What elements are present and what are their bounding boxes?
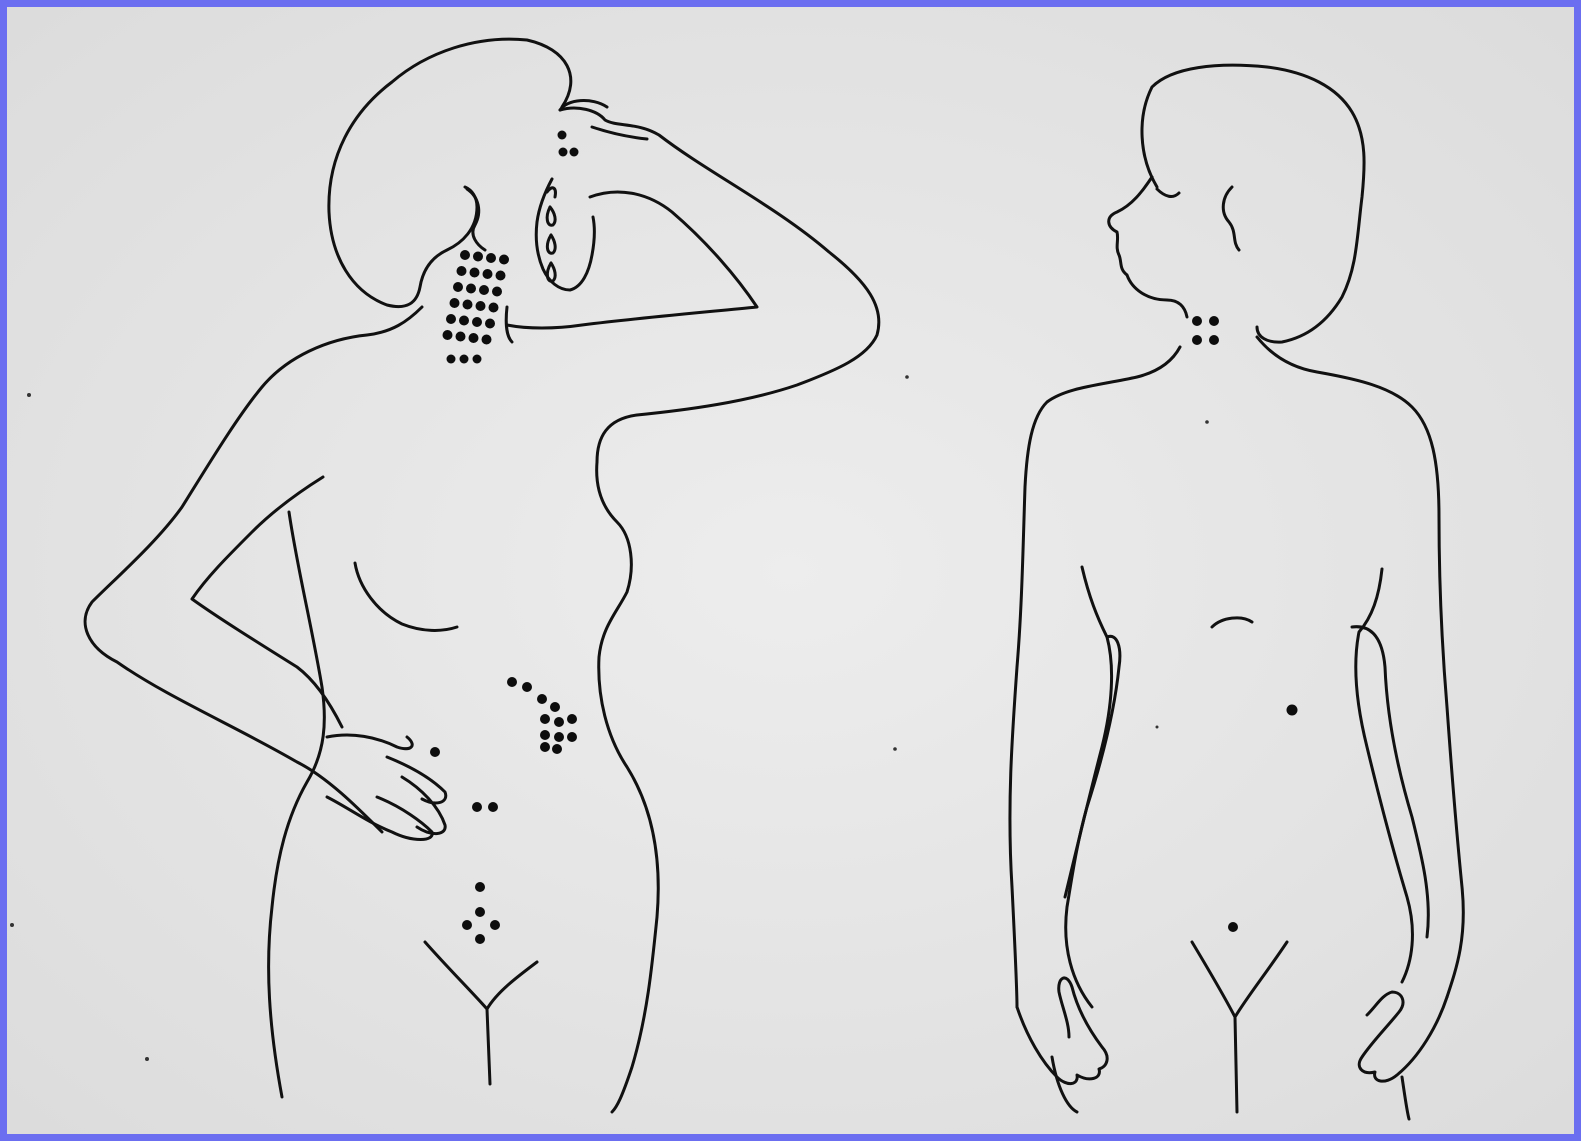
mark-dot <box>456 332 466 342</box>
mark-dot <box>466 284 476 294</box>
mark-dot <box>490 920 500 930</box>
mark-dot <box>447 355 456 364</box>
mark-dot <box>1287 705 1298 716</box>
mark-dot <box>469 333 479 343</box>
mark-dot <box>496 271 506 281</box>
mark-dot <box>489 303 499 313</box>
mark-dot <box>430 747 440 757</box>
mark-dot <box>570 148 579 157</box>
speck <box>1205 420 1209 424</box>
mark-dot <box>483 269 493 279</box>
mark-dot <box>1192 316 1202 326</box>
mark-dot <box>472 317 482 327</box>
mark-dot <box>443 330 453 340</box>
left-hip-marks <box>430 747 440 757</box>
mark-dot <box>473 252 483 262</box>
speck <box>1156 726 1159 729</box>
mark-dot <box>463 300 473 310</box>
mark-dot <box>450 298 460 308</box>
paper-background <box>7 7 1574 1134</box>
mark-dot <box>446 314 456 324</box>
mark-dot <box>472 802 482 812</box>
mark-dot <box>470 268 480 278</box>
mark-dot <box>552 744 562 754</box>
mark-dot <box>482 335 492 345</box>
diagram-canvas <box>7 7 1574 1134</box>
speck <box>905 375 909 379</box>
mark-dot <box>476 301 486 311</box>
speck <box>10 923 14 927</box>
mark-dot <box>457 266 467 276</box>
mark-dot <box>540 730 550 740</box>
mark-dot <box>475 882 485 892</box>
mark-dot <box>567 732 577 742</box>
speck <box>145 1057 149 1061</box>
mark-dot <box>554 732 564 742</box>
mark-dot <box>554 717 564 727</box>
mark-dot <box>499 255 509 265</box>
mark-dot <box>1228 922 1238 932</box>
mark-dot <box>537 694 547 704</box>
mark-dot <box>486 253 496 263</box>
mark-dot <box>453 282 463 292</box>
mark-dot <box>460 355 469 364</box>
speck <box>27 393 31 397</box>
mark-dot <box>1192 335 1202 345</box>
mark-dot <box>507 677 517 687</box>
mark-dot <box>540 742 550 752</box>
mark-dot <box>479 285 489 295</box>
mark-dot <box>473 355 482 364</box>
mark-dot <box>1209 316 1219 326</box>
mark-dot <box>559 148 568 157</box>
mark-dot <box>550 702 560 712</box>
mark-dot <box>522 682 532 692</box>
right-pelvis-marks <box>1228 922 1238 932</box>
right-abdomen-marks <box>1287 705 1298 716</box>
mark-dot <box>540 714 550 724</box>
mark-dot <box>462 920 472 930</box>
mark-dot <box>492 287 502 297</box>
body-diagram <box>7 7 1574 1134</box>
mark-dot <box>460 250 470 260</box>
mark-dot <box>567 714 577 724</box>
mark-dot <box>475 934 485 944</box>
mark-dot <box>488 802 498 812</box>
mark-dot <box>475 907 485 917</box>
mark-dot <box>1209 335 1219 345</box>
mark-dot <box>459 316 469 326</box>
mark-dot <box>558 131 567 140</box>
speck <box>893 747 897 751</box>
mark-dot <box>485 319 495 329</box>
